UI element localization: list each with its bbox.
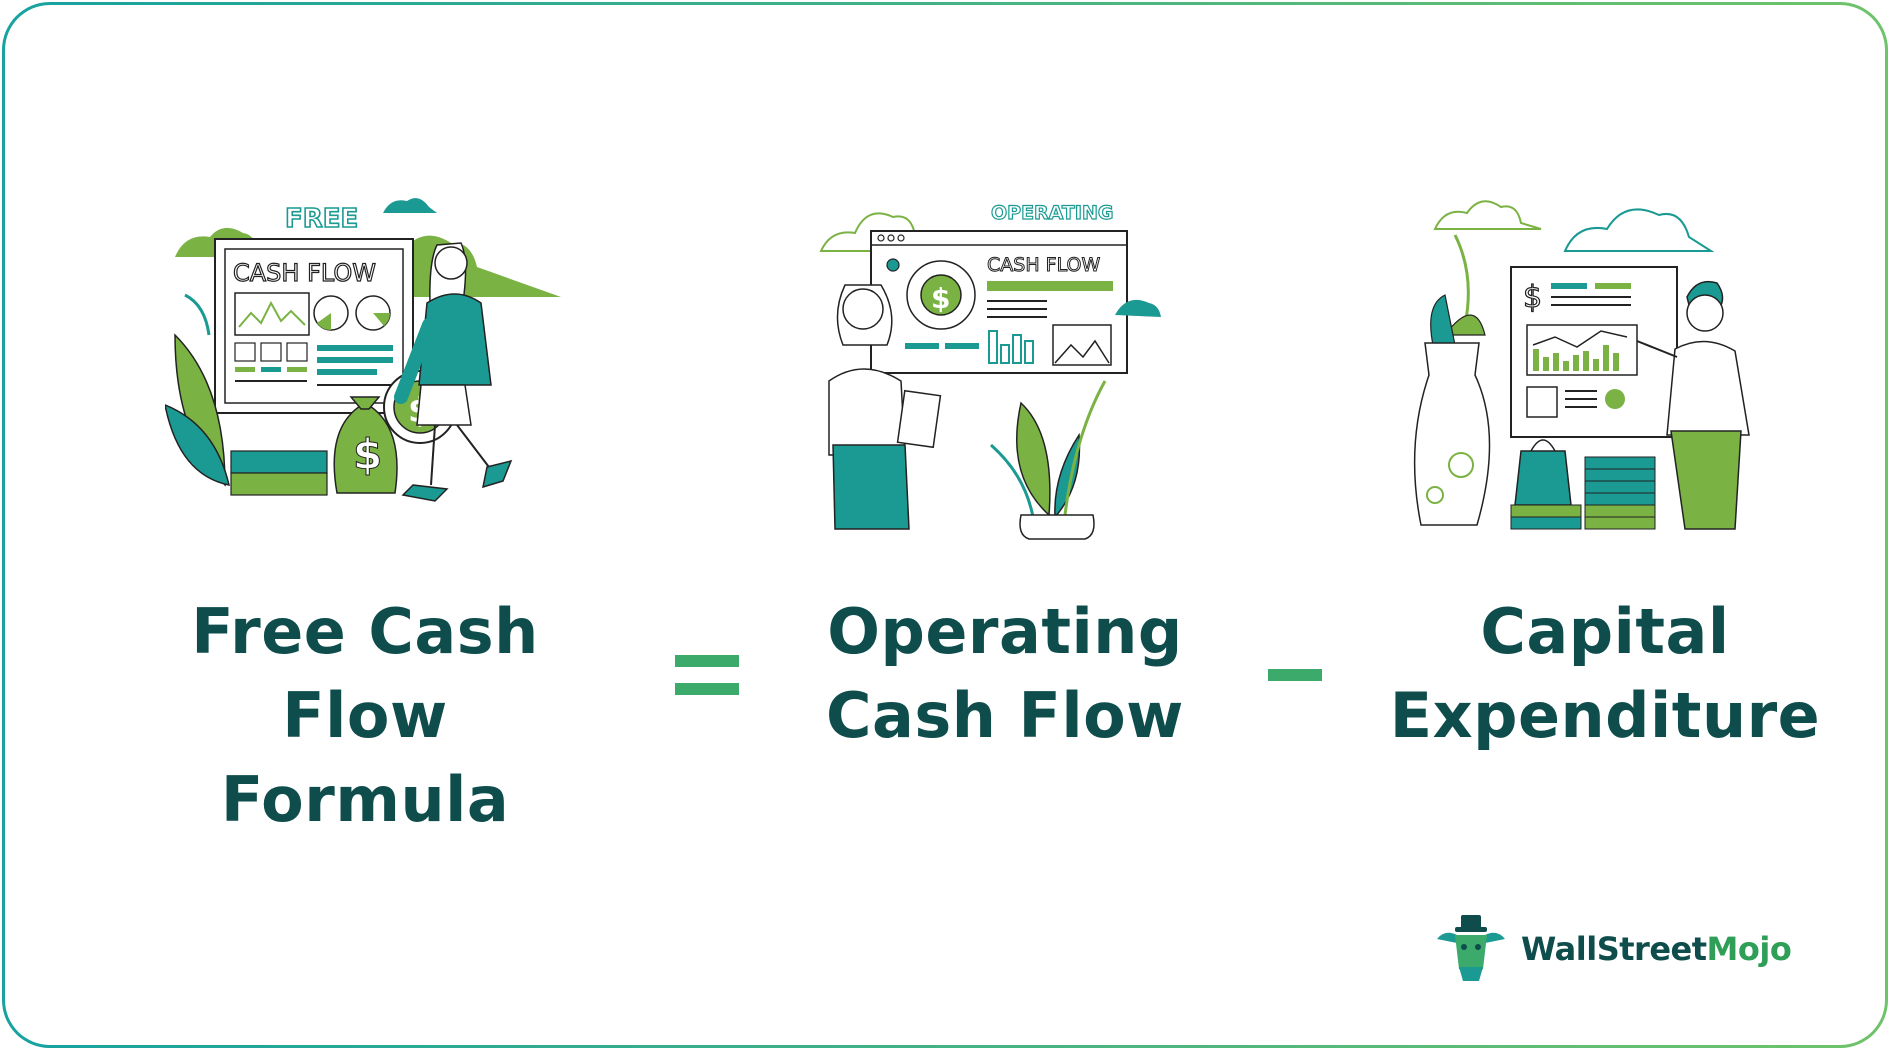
equals-bar-bottom xyxy=(675,683,739,695)
result-term-line2: Formula xyxy=(220,763,510,836)
operating-term-line2: Cash Flow xyxy=(826,679,1184,752)
brand-name-part1: WallStreet xyxy=(1521,930,1707,968)
operating-banner-text: OPERATING xyxy=(991,202,1113,224)
minus-sign xyxy=(1268,669,1322,681)
result-term-line1: Free Cash Flow xyxy=(191,595,539,752)
operating-cash-flow-illustration: OPERATING $ CASH FLOW xyxy=(819,201,1161,540)
brand-name: WallStreetMojo xyxy=(1521,930,1792,968)
brand-name-part2: Mojo xyxy=(1706,930,1792,968)
free-screen-title: CASH FLOW xyxy=(233,259,376,287)
operating-cash-flow-term: Operating Cash Flow xyxy=(805,590,1205,758)
bull-mascot-icon xyxy=(1437,915,1505,981)
operating-term-line1: Operating xyxy=(827,595,1183,668)
capex-term-line2: Expenditure xyxy=(1389,679,1821,752)
card: FREE CASH FLOW xyxy=(5,5,1885,1045)
bag-dollar-symbol: $ xyxy=(353,430,382,479)
operating-screen-title: CASH FLOW xyxy=(987,254,1100,276)
capital-expenditure-illustration: $ xyxy=(1413,200,1750,530)
result-term: Free Cash Flow Formula xyxy=(105,590,625,842)
operating-coin-symbol: $ xyxy=(931,282,950,315)
free-cash-flow-illustration: FREE CASH FLOW xyxy=(165,198,561,502)
free-banner-text: FREE xyxy=(285,204,358,234)
capital-expenditure-term: Capital Expenditure xyxy=(1385,590,1825,758)
brand-logo: WallStreetMojo xyxy=(1433,913,1792,985)
equals-bar-top xyxy=(675,655,739,667)
capex-dollar-symbol: $ xyxy=(1523,280,1542,315)
capex-term-line1: Capital xyxy=(1480,595,1730,668)
